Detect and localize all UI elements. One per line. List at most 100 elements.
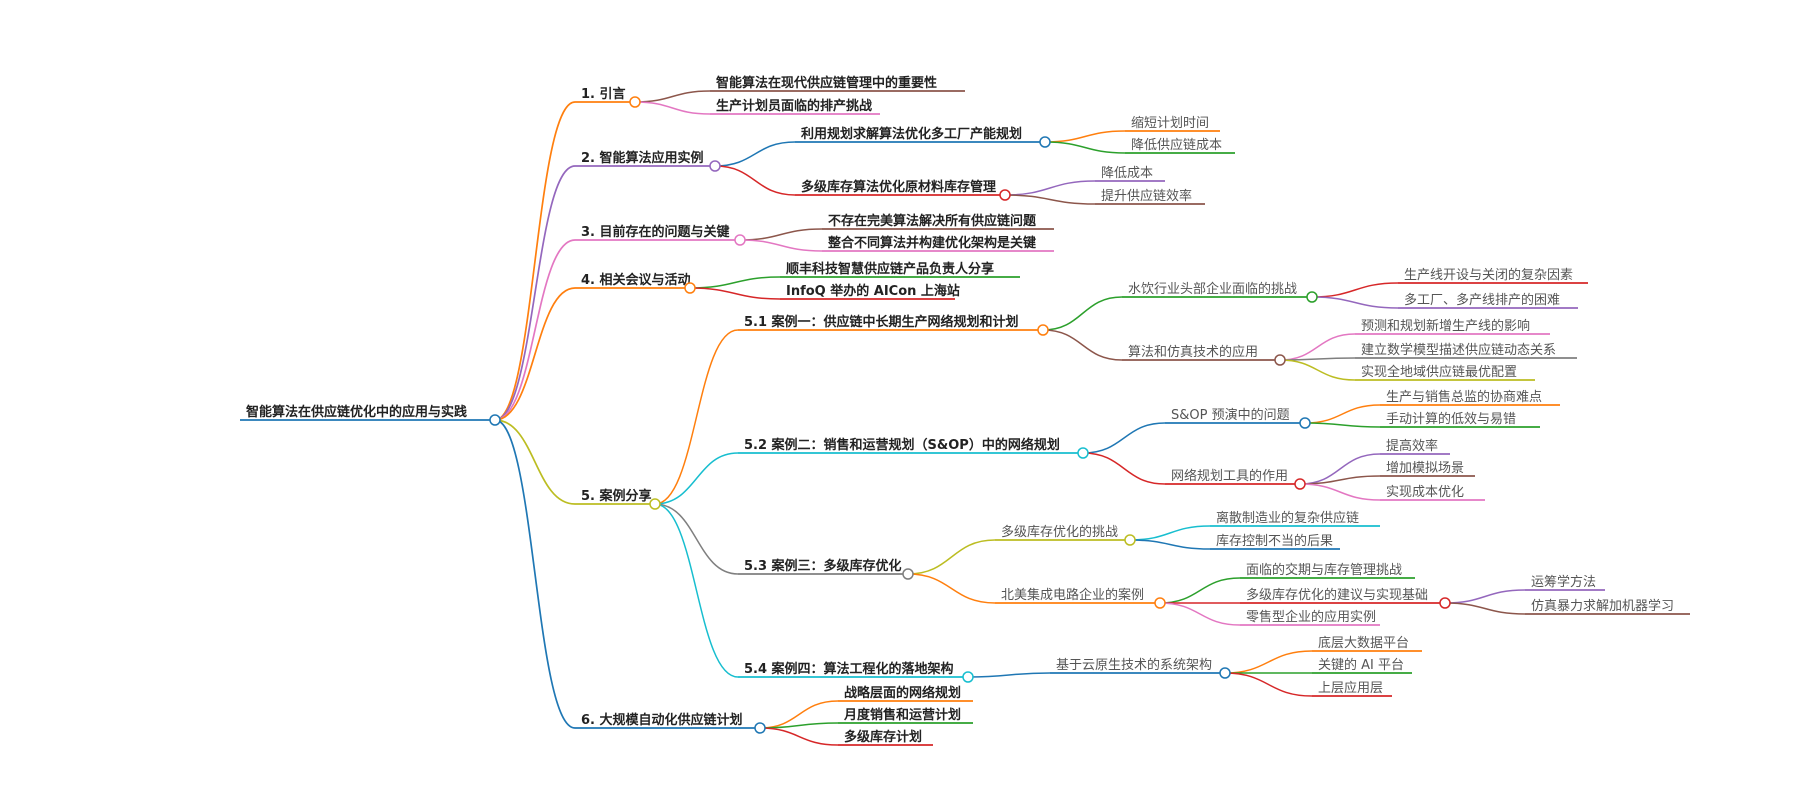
section-topic-child-child-child-child: 运筹学方法 bbox=[1531, 574, 1596, 590]
section-topic-child: 战略层面的网络规划 bbox=[844, 685, 961, 701]
section-topic-child-child-child: 实现全地域供应链最优配置 bbox=[1361, 364, 1517, 380]
node-circle[interactable] bbox=[649, 498, 661, 510]
branch-edge bbox=[759, 727, 839, 746]
node-circle[interactable] bbox=[1219, 667, 1231, 679]
node-circle[interactable] bbox=[1299, 417, 1311, 429]
branch-edge bbox=[1044, 130, 1126, 143]
branch-edge bbox=[714, 141, 796, 167]
section-topic-child-child: 网络规划工具的作用 bbox=[1171, 468, 1288, 484]
section-topic-child: 多级库存算法优化原材料库存管理 bbox=[801, 179, 996, 195]
branch-edge bbox=[1224, 672, 1313, 697]
node-circle[interactable] bbox=[1039, 136, 1051, 148]
branch-edge bbox=[689, 276, 781, 289]
section-topic-child: 顺丰科技智慧供应链产品负责人分享 bbox=[786, 261, 994, 277]
branch-edge bbox=[759, 722, 839, 729]
branch-edge bbox=[967, 672, 1051, 678]
branch-edge bbox=[1224, 650, 1313, 674]
node-circle[interactable] bbox=[629, 96, 641, 108]
node-circle[interactable] bbox=[489, 414, 501, 426]
section-topic-child-child-child: 零售型企业的应用实例 bbox=[1246, 609, 1376, 625]
section-topic-child-child-child: 面临的交期与库存管理挑战 bbox=[1246, 562, 1402, 578]
section-topic-child-child-child: 离散制造业的复杂供应链 bbox=[1216, 510, 1359, 526]
section-topic-child-child: 缩短计划时间 bbox=[1131, 115, 1209, 131]
branch-edge bbox=[1304, 422, 1381, 428]
section-topic-child-child-child: 底层大数据平台 bbox=[1318, 635, 1409, 651]
section-topic-child-child-child: 增加模拟场景 bbox=[1386, 461, 1464, 476]
section-topic-child-child-child: 生产与销售总监的协商难点 bbox=[1386, 389, 1542, 405]
section-topic-child: 利用规划求解算法优化多工厂产能规划 bbox=[801, 126, 1022, 142]
node-circle[interactable] bbox=[1294, 478, 1306, 490]
branch-edge bbox=[634, 101, 711, 115]
branch-edge bbox=[654, 503, 739, 678]
branch-edge bbox=[689, 287, 781, 300]
branch-edge bbox=[654, 452, 739, 505]
branch-edge bbox=[1042, 329, 1123, 361]
node-circle[interactable] bbox=[1124, 534, 1136, 546]
node-circle[interactable] bbox=[709, 160, 721, 172]
branch-edge bbox=[739, 239, 823, 252]
section-topic-child-child: 降低供应链成本 bbox=[1131, 137, 1222, 153]
branch-edge bbox=[907, 573, 996, 604]
branch-edge bbox=[907, 539, 996, 575]
branch-edge bbox=[654, 329, 739, 505]
node-circle[interactable] bbox=[1037, 324, 1049, 336]
section-topic-child-child-child-child: 仿真暴力求解加机器学习 bbox=[1531, 598, 1674, 614]
branch-edge bbox=[1004, 180, 1096, 196]
section-topic-child: 5.2 案例二：销售和运营规划（S&OP）中的网络规划 bbox=[744, 437, 1060, 453]
section-topic-child-child: S&OP 预演中的问题 bbox=[1171, 407, 1290, 423]
branch-edge bbox=[714, 165, 796, 196]
branch-edge bbox=[1304, 404, 1381, 424]
section-topic: 6. 大规模自动化供应链计划 bbox=[581, 712, 743, 728]
node-circle[interactable] bbox=[1306, 291, 1318, 303]
node-circle[interactable] bbox=[999, 189, 1011, 201]
node-circle[interactable] bbox=[734, 234, 746, 246]
section-topic-child: 5.3 案例三：多级库存优化 bbox=[744, 558, 902, 574]
branch-edge bbox=[494, 101, 576, 421]
section-topic-child: 多级库存计划 bbox=[844, 729, 922, 745]
section-topic-child: 5.4 案例四：算法工程化的落地架构 bbox=[744, 661, 954, 677]
node-circle[interactable] bbox=[1274, 354, 1286, 366]
branch-edge bbox=[494, 165, 576, 421]
section-topic: 1. 引言 bbox=[581, 86, 626, 102]
branch-edge bbox=[494, 287, 576, 421]
node-circle[interactable] bbox=[754, 722, 766, 734]
node-circle[interactable] bbox=[1439, 597, 1451, 609]
branch-edge bbox=[1159, 602, 1241, 626]
section-topic-child-child-child: 实现成本优化 bbox=[1386, 485, 1464, 500]
section-topic-child-child: 算法和仿真技术的应用 bbox=[1128, 344, 1258, 360]
node-circle[interactable] bbox=[1154, 597, 1166, 609]
section-topic-child: InfoQ 举办的 AICon 上海站 bbox=[786, 283, 960, 299]
branch-edge bbox=[1159, 577, 1241, 604]
section-topic-child: 生产计划员面临的排产挑战 bbox=[716, 98, 872, 114]
section-topic-child: 智能算法在现代供应链管理中的重要性 bbox=[716, 75, 937, 91]
branch-edge bbox=[1444, 589, 1526, 604]
branch-edge bbox=[1444, 602, 1526, 615]
section-topic: 3. 目前存在的问题与关键 bbox=[581, 224, 730, 240]
section-topic-child: 整合不同算法并构建优化架构是关键 bbox=[827, 235, 1036, 251]
branch-edge bbox=[1082, 422, 1166, 454]
section-topic-child-child-child: 上层应用层 bbox=[1318, 680, 1383, 696]
branch-edge bbox=[654, 503, 739, 575]
branch-edge bbox=[1299, 483, 1381, 501]
node-circle[interactable] bbox=[1077, 447, 1089, 459]
branch-edge bbox=[634, 90, 711, 103]
branch-edge bbox=[1311, 282, 1399, 298]
section-topic-child-child-child: 关键的 AI 平台 bbox=[1318, 657, 1404, 673]
section-topic: 5. 案例分享 bbox=[581, 488, 652, 504]
branch-edge bbox=[1129, 525, 1211, 541]
branch-edge bbox=[1279, 333, 1356, 361]
section-topic-child-child: 多级库存优化的挑战 bbox=[1001, 524, 1118, 540]
section-topic-child: 不存在完美算法解决所有供应链问题 bbox=[828, 213, 1037, 229]
section-topic-child-child: 降低成本 bbox=[1101, 166, 1153, 181]
branch-edge bbox=[1311, 296, 1399, 309]
section-topic-child-child-child: 建立数学模型描述供应链动态关系 bbox=[1361, 342, 1556, 358]
branch-edge bbox=[1044, 141, 1126, 154]
branch-edge bbox=[1279, 359, 1356, 381]
section-topic: 4. 相关会议与活动 bbox=[581, 272, 691, 288]
node-circle[interactable] bbox=[684, 282, 696, 294]
node-circle[interactable] bbox=[962, 671, 974, 683]
node-circle[interactable] bbox=[902, 568, 914, 580]
section-topic-child-child-child: 生产线开设与关闭的复杂因素 bbox=[1404, 267, 1573, 283]
section-topic-child-child: 基于云原生技术的系统架构 bbox=[1056, 657, 1212, 673]
